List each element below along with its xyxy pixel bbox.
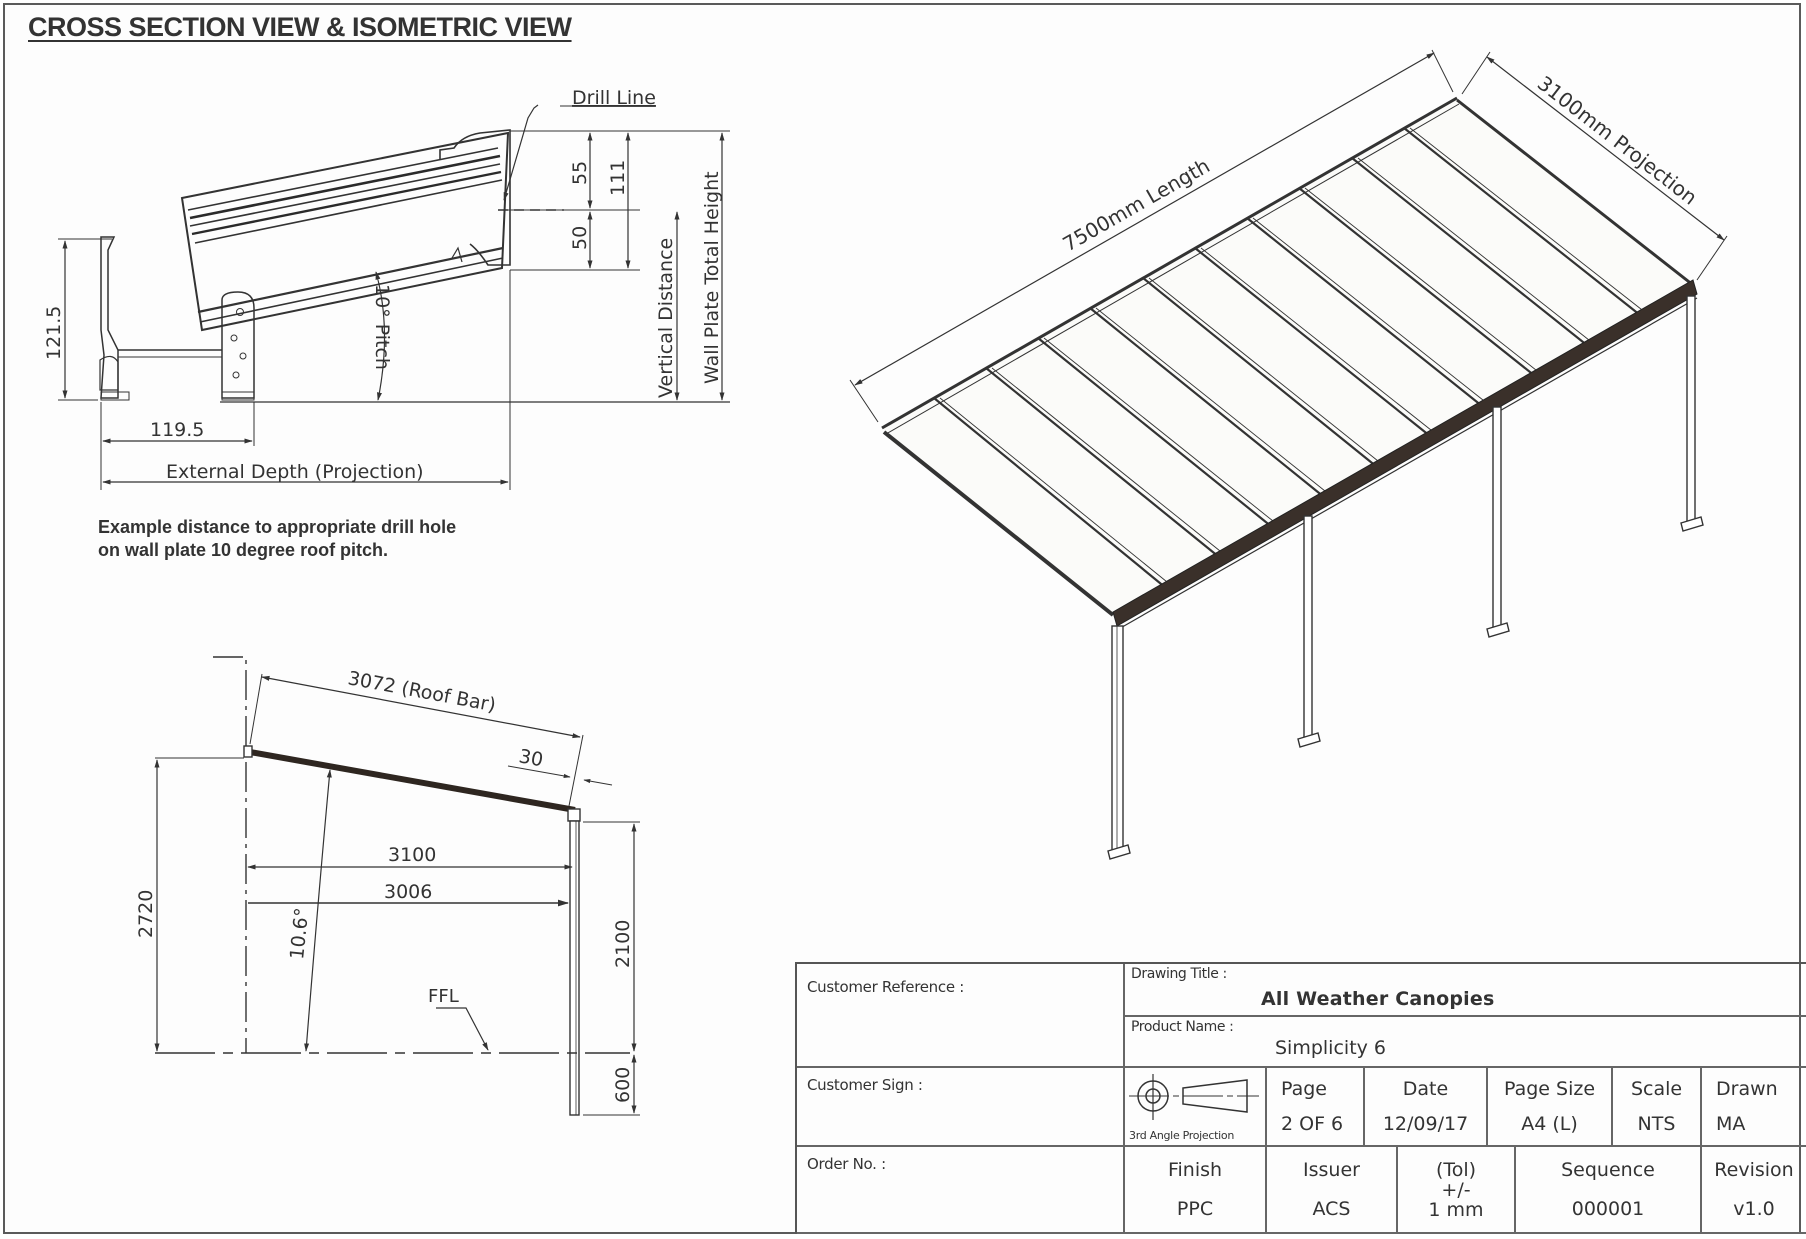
issuer-cell: Issuer ACS: [1267, 1147, 1398, 1234]
projection-symbol-cell: 3rd Angle Projection: [1125, 1068, 1267, 1147]
tolerance-cell: (Tol) +/- 1 mm: [1398, 1147, 1516, 1234]
page-label: Page: [1281, 1078, 1327, 1101]
sequence-label: Sequence: [1561, 1159, 1655, 1182]
roof-bar-profile: [180, 129, 511, 332]
product-name-label: Product Name :: [1131, 1019, 1234, 1035]
roof-bar-dim-label: 3072 (Roof Bar): [346, 667, 498, 716]
drawing-title-cell: Drawing Title : All Weather Canopies: [1125, 964, 1806, 1017]
date-label: Date: [1402, 1078, 1449, 1101]
revision-label: Revision: [1714, 1159, 1794, 1182]
posts: [1107, 295, 1704, 860]
drawing-title-value: All Weather Canopies: [1261, 988, 1495, 1010]
dim-119-5: 119.5: [150, 419, 204, 441]
tolerance-plus-minus: +/-: [1441, 1178, 1471, 1201]
customer-sign-cell: Customer Sign :: [797, 1068, 1125, 1147]
side-elevation-view: [154, 656, 640, 1116]
angle-10-6-label: 10.6°: [286, 907, 313, 961]
length-dim-label: 7500mm Length: [1059, 153, 1214, 256]
page-size-value: A4 (L): [1521, 1112, 1578, 1135]
order-no-label: Order No. :: [807, 1155, 886, 1173]
page-title: CROSS SECTION VIEW & ISOMETRIC VIEW: [28, 12, 572, 42]
product-name-value: Simplicity 6: [1275, 1037, 1387, 1059]
drill-hole-note: Example distance to appropriate drill ho…: [98, 516, 456, 562]
pitch-label: 10° Pitch: [371, 284, 393, 370]
third-angle-projection-icon: [1129, 1074, 1259, 1120]
finish-cell: Finish PPC: [1125, 1147, 1267, 1234]
projection-label: 3rd Angle Projection: [1129, 1129, 1234, 1142]
sequence-cell: Sequence 000001: [1516, 1147, 1702, 1234]
external-depth-label: External Depth (Projection): [166, 461, 424, 483]
scale-value: NTS: [1637, 1112, 1676, 1135]
finish-value: PPC: [1176, 1197, 1214, 1220]
date-value: 12/09/17: [1382, 1112, 1469, 1135]
dim-2100: 2100: [612, 920, 634, 968]
dim-30: 30: [517, 745, 545, 771]
note-line-2: on wall plate 10 degree roof pitch.: [98, 540, 389, 560]
date-cell: Date 12/09/17: [1365, 1068, 1488, 1147]
issuer-value: ACS: [1312, 1197, 1351, 1220]
issuer-label: Issuer: [1303, 1159, 1360, 1182]
wall-plate-profile: [99, 236, 255, 401]
page-value: 2 OF 6: [1281, 1112, 1344, 1135]
title-block: Customer Reference : Customer Sign : Ord…: [795, 962, 1806, 1234]
customer-reference-label: Customer Reference :: [807, 978, 964, 996]
finish-label: Finish: [1167, 1159, 1223, 1182]
page-size-label: Page Size: [1503, 1078, 1596, 1101]
sequence-value: 000001: [1571, 1197, 1645, 1220]
dim-111: 111: [607, 160, 629, 196]
scale-label: Scale: [1630, 1078, 1683, 1101]
order-no-cell: Order No. :: [797, 1147, 1125, 1234]
page-size-cell: Page Size A4 (L): [1488, 1068, 1613, 1147]
page-cell: Page 2 OF 6: [1267, 1068, 1365, 1147]
vertical-distance-label: Vertical Distance: [655, 238, 677, 398]
drawn-value: MA: [1716, 1112, 1746, 1135]
revision-cell: Revision v1.0: [1702, 1147, 1806, 1234]
dim-3006: 3006: [384, 881, 432, 903]
customer-sign-label: Customer Sign :: [807, 1076, 923, 1094]
note-line-1: Example distance to appropriate drill ho…: [98, 517, 457, 537]
dim-50: 50: [569, 226, 591, 250]
dim-121-5: 121.5: [43, 306, 65, 360]
ffl-label: FFL: [428, 986, 459, 1007]
dim-600: 600: [612, 1067, 634, 1103]
cross-section-view: [58, 104, 730, 490]
dim-55: 55: [569, 161, 591, 185]
revision-value: v1.0: [1733, 1197, 1775, 1220]
isometric-view: [849, 49, 1728, 860]
tolerance-label: (Tol): [1435, 1158, 1477, 1181]
scale-cell: Scale NTS: [1613, 1068, 1702, 1147]
drawing-title-label: Drawing Title :: [1131, 966, 1227, 982]
customer-reference-cell: Customer Reference :: [797, 964, 1125, 1068]
drawn-label: Drawn: [1716, 1078, 1778, 1101]
drawn-cell: Drawn MA: [1702, 1068, 1806, 1147]
dim-2720: 2720: [135, 890, 157, 938]
drill-line-label: Drill Line: [572, 87, 656, 109]
product-name-cell: Product Name : Simplicity 6: [1125, 1017, 1806, 1068]
wall-plate-total-height-label: Wall Plate Total Height: [701, 171, 723, 384]
tolerance-value: 1 mm: [1428, 1198, 1484, 1221]
dim-3100: 3100: [388, 844, 436, 866]
